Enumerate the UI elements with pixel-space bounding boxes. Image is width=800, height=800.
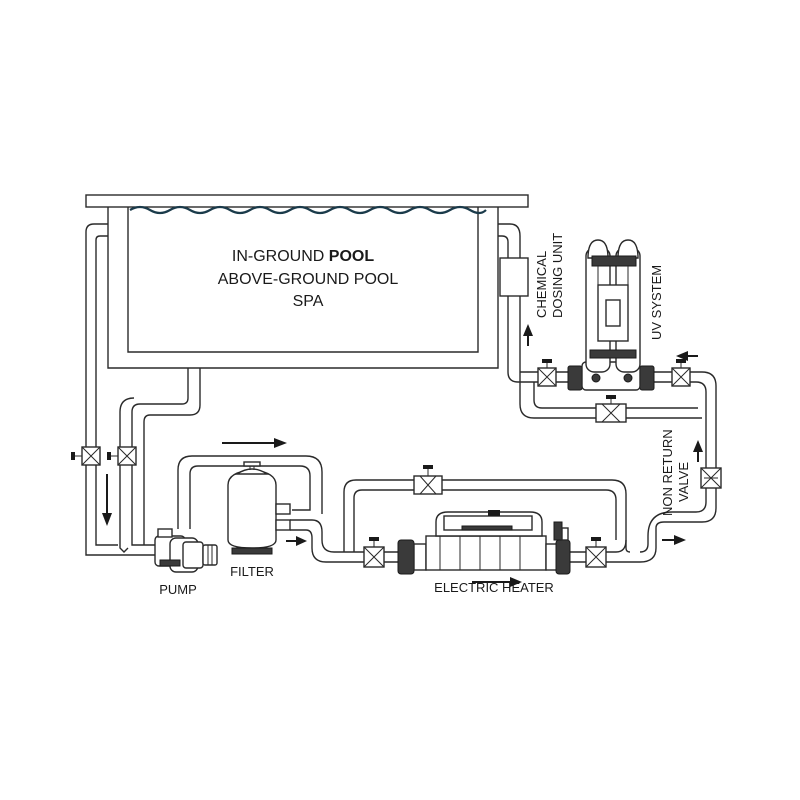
filter-outlet-pipe [290, 519, 352, 563]
uv-system-label: UV SYSTEM [649, 265, 664, 340]
flow-arrow-right-filter [286, 536, 307, 546]
return-riser-pipe [639, 371, 717, 553]
heater-outlet-valve[interactable] [585, 537, 607, 568]
chemical-dosing-label-line1: CHEMICAL [534, 251, 549, 318]
pool-label-line3: SPA [293, 293, 324, 310]
electric-heater[interactable] [397, 510, 571, 575]
heater-inlet-valve[interactable] [363, 537, 385, 568]
non-return-label-line2: VALVE [676, 462, 691, 502]
flow-arrow-right-heater [472, 577, 522, 587]
suction-valve-left[interactable] [71, 446, 101, 466]
pump-discharge-pipe [177, 455, 323, 529]
uv-unit[interactable] [567, 239, 655, 391]
suction-pipes [85, 223, 201, 556]
suction-valve-right[interactable] [107, 446, 137, 466]
filter-label: FILTER [230, 564, 274, 579]
flow-arrow-right-top [222, 438, 287, 448]
sand-filter[interactable] [227, 461, 291, 555]
heater-bypass-valve[interactable] [413, 465, 443, 495]
return-to-pool-pipe [498, 223, 534, 383]
pool-basin [85, 194, 529, 369]
chemical-dosing-unit[interactable] [499, 257, 529, 297]
flow-arrow-right-outlet [662, 535, 686, 545]
flow-arrow-left-uv [676, 351, 698, 361]
flow-arrow-down [102, 474, 112, 526]
heater-label: ELECTRIC HEATER [434, 580, 554, 595]
uv-bypass-valve[interactable] [595, 395, 627, 423]
pool-label-line1: IN-GROUND POOL [232, 248, 374, 265]
flow-arrow-up-return [693, 440, 703, 462]
pump[interactable] [154, 528, 218, 573]
pump-label: PUMP [159, 582, 197, 597]
uv-inlet-valve[interactable] [537, 359, 557, 387]
pool-label-line2: ABOVE-GROUND POOL [218, 271, 399, 288]
uv-outlet-valve[interactable] [671, 359, 691, 387]
flow-arrow-up-dosing [523, 324, 533, 346]
non-return-valve[interactable] [700, 467, 722, 489]
chemical-dosing-label-line2: DOSING UNIT [550, 233, 565, 318]
water-surface [129, 205, 487, 215]
non-return-label-line1: NON RETURN [660, 429, 675, 516]
